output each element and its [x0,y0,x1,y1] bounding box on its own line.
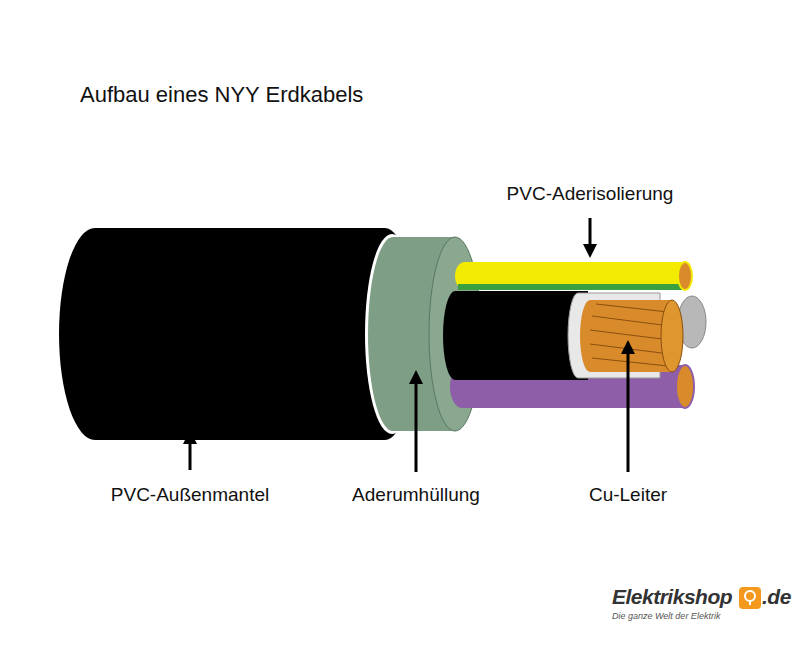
part-label: Cu-Leiter [589,484,667,506]
part-label: PVC-Aderisolierung [507,183,674,205]
part-label: Aderumhüllung [352,484,480,506]
watermark: Elektrikshop [612,585,732,609]
watermark: Die ganze Welt der Elektrik [612,611,720,621]
diagram-title: Aufbau eines NYY Erdkabels [80,82,363,108]
watermark: .de [762,585,791,609]
part-label: PVC-Außenmantel [111,484,269,506]
